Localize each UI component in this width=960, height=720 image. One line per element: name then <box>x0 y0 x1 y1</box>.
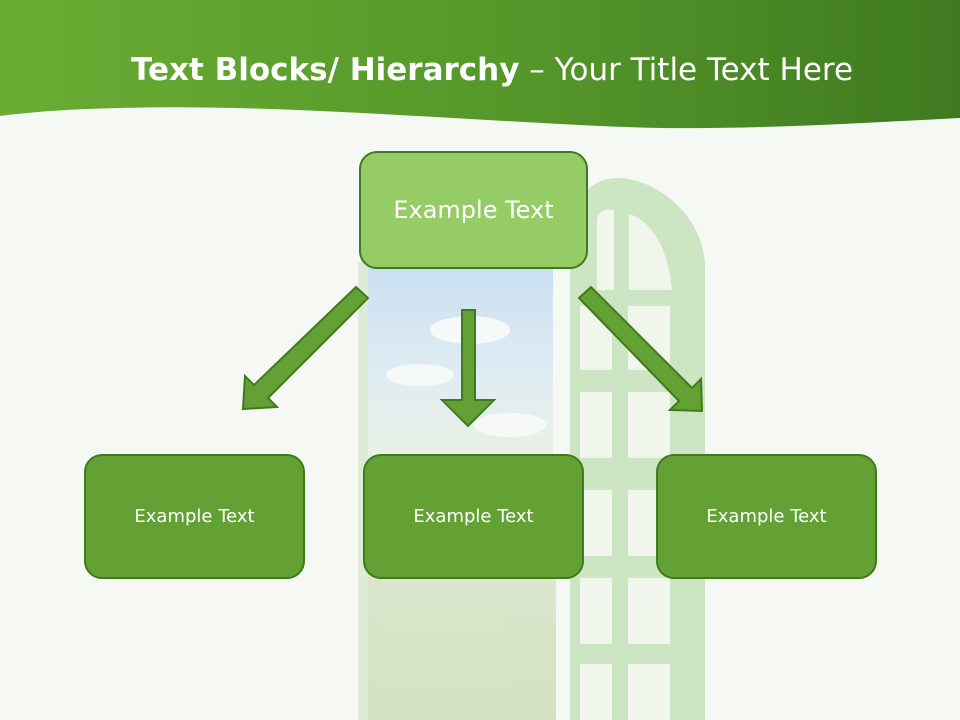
child-box-middle: Example Text <box>363 454 584 579</box>
top-box-label: Example Text <box>393 196 554 224</box>
slide-title: Text Blocks/ Hierarchy – Your Title Text… <box>0 52 960 88</box>
arrow-to-right-box <box>577 285 704 413</box>
child-box-right: Example Text <box>656 454 877 579</box>
child-box-label: Example Text <box>706 506 827 527</box>
cloud <box>474 413 546 437</box>
title-banner <box>0 0 960 129</box>
arrow-to-middle-box <box>439 309 497 428</box>
title-bold-part: Text Blocks/ Hierarchy <box>130 52 520 88</box>
cloud <box>386 364 454 386</box>
child-box-label: Example Text <box>413 506 534 527</box>
child-box-label: Example Text <box>134 506 255 527</box>
arrow-to-left-box <box>241 285 370 411</box>
top-box: Example Text <box>359 151 588 269</box>
title-rest-part: – Your Title Text Here <box>519 52 854 88</box>
child-box-left: Example Text <box>84 454 305 579</box>
